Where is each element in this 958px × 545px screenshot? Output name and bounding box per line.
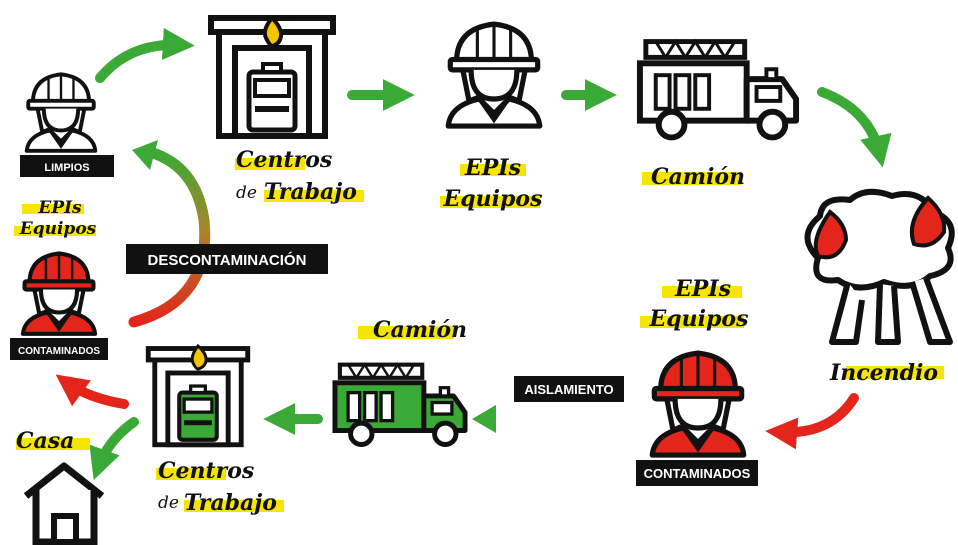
descontaminacion-label: DESCONTAMINACIÓN [148, 251, 307, 269]
highlight [440, 196, 540, 208]
highlight [846, 366, 944, 379]
epis-top-label-2: Equipos [443, 186, 543, 212]
arrow-aislamiento [472, 405, 642, 433]
centros-top-label-1: Centros [236, 147, 332, 173]
camion-top-label: Camión [651, 164, 745, 190]
highlight [156, 468, 226, 480]
highlight [14, 226, 96, 236]
limpios-badge [20, 155, 114, 177]
fire-truck-green-icon [335, 365, 465, 445]
centros-bottom-label-2: Trabajo [184, 490, 277, 516]
descontaminacion-badge [126, 244, 328, 274]
firefighter-icon [448, 24, 540, 126]
house-icon [23, 462, 105, 545]
incendio-label: Incendio [829, 360, 938, 386]
highlight [16, 438, 90, 450]
arrow-limpios-to-centros [95, 27, 195, 83]
arrow-descontaminacion [128, 140, 211, 328]
arrow-camion-to-incendio [817, 87, 892, 168]
highlight [264, 190, 364, 202]
highlight [358, 326, 454, 339]
wildfire-icon [804, 188, 955, 345]
fire-station-icon [211, 18, 333, 136]
centros-top-label-de: de [236, 183, 257, 203]
highlight [640, 316, 744, 328]
contaminados-right-label: CONTAMINADOS [644, 466, 751, 481]
epis-left-label-1: EPIs [37, 198, 82, 218]
epis-right-label-1: EPIs [674, 276, 731, 302]
aislamiento-label: AISLAMIENTO [524, 382, 613, 397]
camion-bottom-label: Camión [373, 317, 467, 343]
fire-truck-icon [640, 42, 796, 138]
highlight [184, 500, 284, 512]
highlight [662, 286, 742, 298]
casa-label: Casa [16, 428, 74, 454]
arrow-incendio-to-contaminados [765, 393, 859, 450]
contaminados-left-badge [10, 338, 108, 360]
fire-station-green-icon [148, 343, 247, 445]
epis-right-label-2: Equipos [649, 306, 749, 332]
aislamiento-badge [514, 376, 624, 402]
highlight [642, 172, 742, 185]
firefighter-clean-icon [24, 72, 98, 153]
epis-top-label-1: EPIs [464, 155, 521, 181]
centros-top-label-2: Trabajo [264, 179, 357, 205]
highlight [460, 164, 526, 176]
arrow-centros-to-casa [89, 417, 139, 481]
limpios-label: LIMPIOS [44, 162, 89, 174]
centros-bottom-label-de: de [158, 493, 179, 513]
contaminados-right-badge [636, 460, 758, 486]
contaminados-left-label: CONTAMINADOS [18, 346, 100, 357]
highlight [22, 204, 84, 214]
highlight [235, 158, 305, 170]
arrow-centros-to-contaminados [55, 374, 129, 409]
firefighter-contaminated-icon [652, 353, 744, 455]
firefighter-contaminated-small-icon [23, 253, 95, 333]
centros-bottom-label-1: Centros [158, 458, 254, 484]
epis-left-label-2: Equipos [19, 219, 97, 239]
